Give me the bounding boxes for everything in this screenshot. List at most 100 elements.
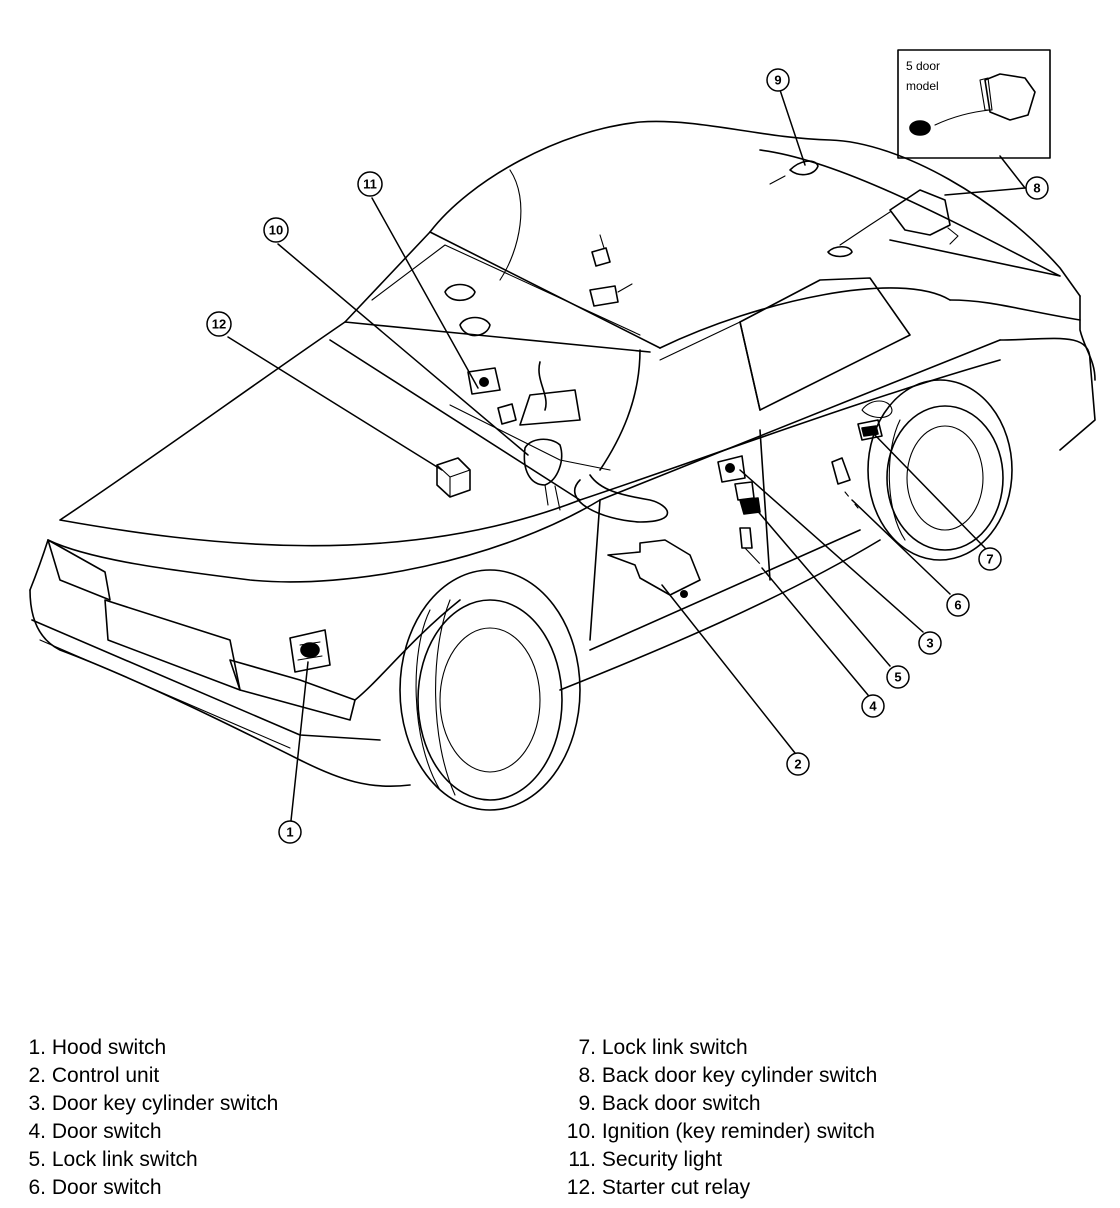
- callout-12: 12: [206, 311, 232, 337]
- leader-6: [851, 499, 951, 595]
- windshield-frame: [344, 231, 651, 353]
- car-component-diagram: 5 door model 1 2 3 4 5 6 7 8 9 10 11 12: [29, 49, 1096, 844]
- callout-5: 5: [886, 665, 910, 689]
- rear-wheel: [886, 405, 1004, 551]
- front-bumper: [29, 589, 411, 788]
- front-window-edge: [659, 321, 741, 361]
- fender-front: [354, 599, 461, 701]
- cowl-line: [329, 339, 581, 501]
- legend-item-1: 1. Hood switch: [28, 1036, 167, 1059]
- inset-latch: [984, 73, 1036, 121]
- legend-item-2: 2. Control unit: [28, 1064, 160, 1087]
- door-belt-line: [599, 339, 1001, 501]
- roof-front-edge: [429, 231, 661, 349]
- legend-item-9: 9. Back door switch: [578, 1092, 761, 1115]
- front-wheel-hub: [439, 627, 541, 773]
- inset-frame: [897, 49, 1051, 159]
- svg-text:12: 12: [212, 317, 226, 332]
- callout-10: 10: [263, 217, 289, 243]
- body-side-top: [579, 359, 1001, 501]
- rear-wheel-arch: [867, 379, 1013, 561]
- inset-wire: [934, 109, 991, 126]
- legend-item-8: 8. Back door key cylinder switch: [578, 1064, 878, 1087]
- shift-lever: [519, 361, 581, 426]
- rear-bumper: [1079, 295, 1096, 381]
- legend-item-10: 10. Ignition (key reminder) switch: [566, 1120, 875, 1143]
- leader-5: [754, 507, 891, 667]
- callout-7: 7: [978, 547, 1002, 571]
- callout-3: 3: [918, 631, 942, 655]
- leader-10: [277, 243, 529, 456]
- legend-item-7: 7. Lock link switch: [578, 1036, 748, 1059]
- bumper-strip: [39, 639, 291, 749]
- door-window-divider: [739, 321, 761, 411]
- leader-2: [661, 584, 796, 754]
- legend-item-3: 3. Door key cylinder switch: [28, 1092, 279, 1115]
- headlight-left: [47, 539, 111, 601]
- legend: 1. Hood switch 2. Control unit 3. Door k…: [0, 1030, 1120, 1208]
- leader-1: [289, 661, 309, 831]
- back-door-switch-component: [769, 160, 819, 185]
- bumper-lower: [31, 619, 381, 741]
- rear-tire-tread: [888, 419, 906, 541]
- components: [289, 160, 959, 673]
- door-front-edge: [589, 499, 601, 641]
- starter-cut-relay-component: [436, 457, 471, 498]
- hood-outline: [59, 321, 581, 547]
- legend-item-11: 11. Security light: [568, 1148, 723, 1171]
- door-switch-front-component: [739, 527, 769, 576]
- control-unit-component: [607, 539, 701, 598]
- five-door-model-inset: 5 door model: [897, 49, 1051, 159]
- hood-front: [47, 499, 601, 583]
- leader-3: [739, 469, 924, 633]
- a-pillar: [599, 349, 641, 471]
- rear-door-window: [739, 277, 911, 411]
- svg-text:5: 5: [894, 670, 901, 685]
- door-switch-rear-component: [831, 457, 859, 509]
- svg-text:7: 7: [986, 552, 993, 567]
- legend-item-12: 12. Starter cut relay: [566, 1176, 751, 1199]
- dashboard: [449, 404, 611, 471]
- inset-label-line1: 5 door: [906, 59, 940, 73]
- svg-text:9: 9: [774, 73, 781, 88]
- rocker-panel: [559, 539, 881, 691]
- svg-text:10: 10: [269, 223, 283, 238]
- front-wheel-arch: [399, 569, 581, 811]
- headlight-right: [229, 659, 356, 721]
- door-handle-component: [827, 245, 853, 258]
- callout-1: 1: [278, 820, 302, 844]
- rear-quarter: [999, 337, 1096, 451]
- leader-9: [779, 89, 806, 166]
- legend-column-left: 1. Hood switch 2. Control unit 3. Door k…: [14, 1034, 278, 1202]
- svg-text:8: 8: [1033, 181, 1040, 196]
- legend-item-6: 6. Door switch: [28, 1176, 162, 1199]
- back-door-key-cylinder-component: [839, 189, 959, 246]
- steering-wheel: [573, 474, 669, 523]
- rear-seat-line: [499, 169, 522, 281]
- svg-text:3: 3: [926, 636, 933, 651]
- svg-text:2: 2: [794, 757, 801, 772]
- callout-6: 6: [946, 593, 970, 617]
- hood-switch-component: [289, 629, 331, 673]
- front-wheel: [417, 599, 563, 801]
- callout-11: 11: [357, 171, 383, 197]
- lock-link-switch-front-component: [734, 481, 761, 515]
- leader-12: [227, 336, 443, 471]
- callout-2: 2: [786, 752, 810, 776]
- front-fascia-side: [29, 539, 49, 591]
- door-rear-edge: [759, 429, 771, 581]
- legend-item-5: 5. Lock link switch: [28, 1148, 198, 1171]
- security-light-component: [467, 367, 517, 425]
- roof-outline: [429, 120, 1081, 297]
- leader-8a: [944, 187, 1026, 196]
- svg-text:11: 11: [363, 177, 377, 192]
- inset-latch-arm: [979, 77, 993, 111]
- c-pillar: [949, 299, 1081, 321]
- car-body: [29, 120, 1096, 811]
- ignition-switch-component: [523, 438, 563, 511]
- svg-text:6: 6: [954, 598, 961, 613]
- dome-light-component: [589, 234, 633, 307]
- callout-8: 8: [1025, 176, 1049, 200]
- inset-label-line2: model: [906, 79, 939, 93]
- mirror-component: [444, 283, 491, 337]
